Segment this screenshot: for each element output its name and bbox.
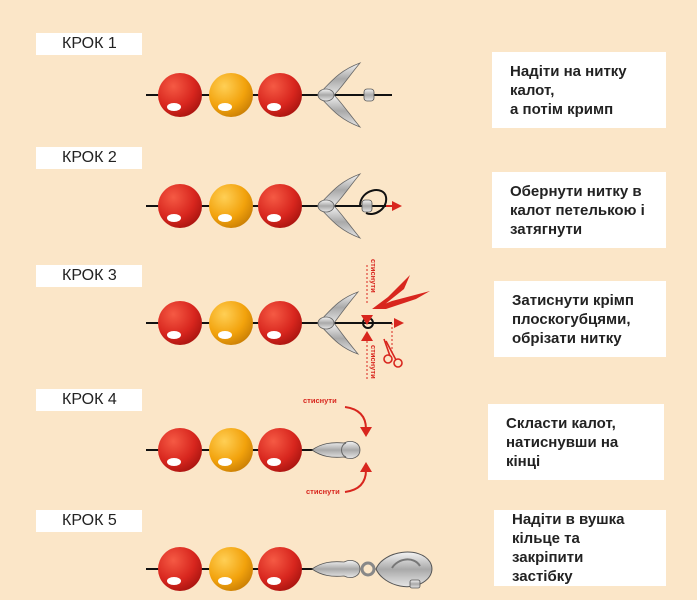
annotation-squeeze-bottom: стиснути <box>306 487 340 496</box>
step-1-illustration <box>146 62 392 128</box>
annotation-squeeze-top: стиснути <box>369 259 378 293</box>
step-4-description: Скласти калот, натиснувши на кінці <box>488 404 664 480</box>
bead-red-2 <box>258 428 302 472</box>
arrow-head <box>394 318 404 328</box>
step-3-illustration: стиснути стиснути <box>146 259 430 381</box>
step-5-label: КРОК 5 <box>36 510 142 532</box>
step-3-description: Затиснути крімп плоскогубцями, обрізати … <box>494 281 666 357</box>
arrow-head <box>392 201 402 211</box>
bead-orange <box>209 184 253 228</box>
step-2-description: Обернути нитку в калот петелькою і затяг… <box>492 172 666 248</box>
bead-red-1 <box>158 184 202 228</box>
bead-red-1 <box>158 73 202 117</box>
crimp-bead <box>361 199 373 213</box>
calotte-open <box>317 291 360 355</box>
bead-red-1 <box>158 428 202 472</box>
step-5-description: Надіти в вушка кільце та закріпити засті… <box>494 510 666 586</box>
press-arrow-up <box>361 331 373 341</box>
calotte-closed <box>311 441 361 459</box>
press-arrow-top <box>344 406 367 430</box>
step-2-label: КРОК 2 <box>36 147 142 169</box>
annotation-squeeze-top: стиснути <box>303 396 337 405</box>
press-arrow-bottom <box>344 469 367 493</box>
bead-red-2 <box>258 73 302 117</box>
step-4-illustration: стиснути стиснути <box>146 396 372 496</box>
press-arrow-down <box>361 315 373 325</box>
calotte-open <box>317 62 362 128</box>
thread-loop <box>359 189 388 215</box>
pliers-icon <box>366 265 430 309</box>
bead-orange <box>209 547 253 591</box>
bead-red-2 <box>258 184 302 228</box>
step-3-label: КРОК 3 <box>36 265 142 287</box>
bead-red-2 <box>258 301 302 345</box>
step-1-label: КРОК 1 <box>36 33 142 55</box>
bead-red-1 <box>158 547 202 591</box>
step-1-description: Надіти на нитку калот, а потім кримп <box>492 52 666 128</box>
step-4-label: КРОК 4 <box>36 389 142 411</box>
calotte-open <box>317 173 362 239</box>
bead-orange <box>209 428 253 472</box>
calotte-closed <box>311 560 361 578</box>
step-5-illustration <box>146 547 433 591</box>
bead-orange <box>209 301 253 345</box>
scissors-icon <box>383 338 403 368</box>
step-2-illustration <box>146 173 402 239</box>
bead-orange <box>209 73 253 117</box>
jump-ring <box>360 561 376 577</box>
crimp-bead <box>363 88 375 102</box>
bead-red-1 <box>158 301 202 345</box>
annotation-squeeze-bottom: стиснути <box>369 345 378 379</box>
bead-red-2 <box>258 547 302 591</box>
lobster-clasp-icon <box>375 551 433 589</box>
